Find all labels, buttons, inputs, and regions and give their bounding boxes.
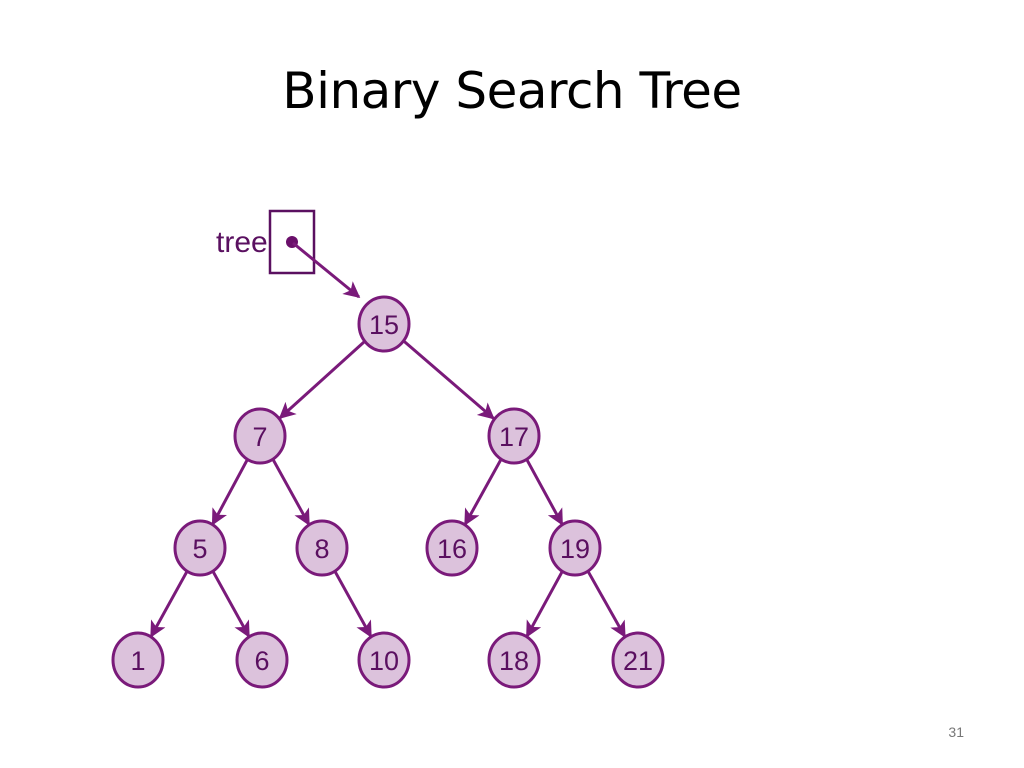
tree-node-label: 8: [314, 534, 329, 564]
page-number: 31: [948, 724, 964, 740]
tree-node-17: 17: [487, 407, 541, 465]
edge-5-6: [211, 569, 251, 638]
tree-node-label: 6: [254, 646, 269, 676]
tree-pointer-arrow: [292, 241, 361, 299]
tree-node-label: 16: [437, 534, 467, 564]
tree-node-19: 19: [548, 519, 602, 577]
tree-node-circle: [111, 631, 165, 689]
edge-19-18: [525, 570, 564, 638]
tree-node-10: 10: [357, 631, 411, 689]
edge-15-7: [278, 340, 366, 420]
tree-edges: [149, 339, 627, 638]
slide-title: Binary Search Tree: [282, 62, 742, 120]
tree-node-circle: [611, 631, 665, 689]
tree-pointer: tree: [216, 209, 361, 299]
tree-node-18: 18: [487, 631, 541, 689]
tree-node-label: 7: [252, 422, 267, 452]
tree-node-label: 17: [499, 422, 529, 452]
tree-node-5: 5: [173, 519, 227, 577]
tree-node-circle: [548, 519, 602, 577]
edge-8-10: [333, 569, 373, 638]
tree-node-circle: [425, 519, 479, 577]
edge-5-1: [149, 569, 189, 638]
tree-node-1: 1: [111, 631, 165, 689]
tree-node-21: 21: [611, 631, 665, 689]
edge-15-17: [402, 339, 495, 420]
tree-node-label: 21: [623, 646, 653, 676]
tree-node-circle: [173, 519, 227, 577]
tree-node-circle: [487, 631, 541, 689]
tree-node-label: 10: [369, 646, 399, 676]
tree-node-7: 7: [233, 407, 287, 465]
tree-node-8: 8: [295, 519, 349, 577]
tree-node-circle: [233, 407, 287, 465]
tree-node-15: 15: [357, 295, 411, 353]
tree-node-label: 18: [499, 646, 529, 676]
tree-node-16: 16: [425, 519, 479, 577]
tree-node-circle: [357, 631, 411, 689]
tree-node-label: 15: [369, 310, 399, 340]
tree-node-6: 6: [235, 631, 289, 689]
edge-17-16: [463, 457, 503, 526]
edge-19-21: [586, 569, 627, 638]
tree-node-label: 5: [192, 534, 207, 564]
tree-node-label: 1: [130, 646, 145, 676]
tree-node-circle: [487, 407, 541, 465]
edge-17-19: [525, 458, 564, 526]
tree-node-circle: [235, 631, 289, 689]
tree-pointer-label: tree: [216, 226, 268, 259]
tree-node-label: 19: [560, 534, 590, 564]
tree-node-circle: [357, 295, 411, 353]
edge-7-5: [211, 458, 250, 526]
edge-7-8: [271, 457, 311, 526]
tree-node-circle: [295, 519, 349, 577]
